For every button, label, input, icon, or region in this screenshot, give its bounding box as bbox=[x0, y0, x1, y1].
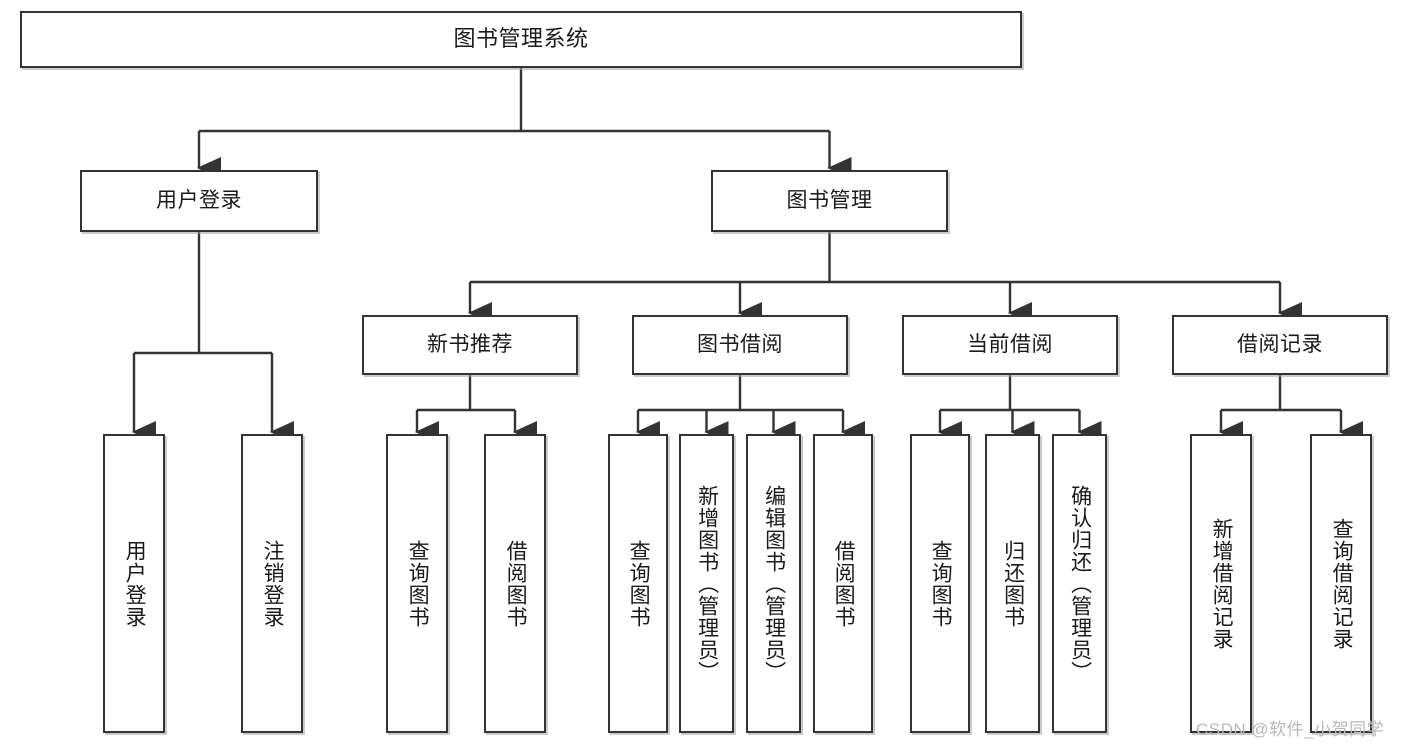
node-label: 查询图书 bbox=[627, 539, 651, 628]
node-label: 新增借阅记录 bbox=[1210, 517, 1234, 650]
node-l-editbook[interactable]: 编辑图书（管理员） bbox=[746, 434, 801, 733]
node-bookmgmt[interactable]: 图书管理 bbox=[711, 170, 948, 232]
node-label: 编辑图书（管理员） bbox=[762, 484, 786, 683]
node-l-querybook1[interactable]: 查询图书 bbox=[386, 434, 448, 733]
node-borrow[interactable]: 图书借阅 bbox=[632, 315, 848, 375]
node-l-querybook3[interactable]: 查询图书 bbox=[910, 434, 970, 733]
node-label: 新书推荐 bbox=[427, 333, 513, 357]
node-label: 归还图书 bbox=[1001, 539, 1025, 628]
node-label: 确认归还（管理员） bbox=[1068, 484, 1092, 683]
node-l-queryrec[interactable]: 查询借阅记录 bbox=[1310, 434, 1372, 733]
node-label: 借阅图书 bbox=[504, 539, 528, 628]
node-label: 新增图书（管理员） bbox=[695, 484, 719, 683]
node-label: 用户登录 bbox=[156, 189, 242, 213]
node-l-return[interactable]: 归还图书 bbox=[985, 434, 1040, 733]
node-label: 图书借阅 bbox=[697, 333, 783, 357]
node-l-confirm[interactable]: 确认归还（管理员） bbox=[1052, 434, 1107, 733]
node-label: 查询借阅记录 bbox=[1330, 517, 1354, 650]
csdn-watermark: CSDN @软件_小贺同学 bbox=[1196, 720, 1385, 739]
node-label: 用户登录 bbox=[123, 539, 147, 628]
node-label: 查询图书 bbox=[929, 539, 953, 628]
node-label: 借阅图书 bbox=[832, 539, 856, 628]
node-l-logout[interactable]: 注销登录 bbox=[241, 434, 303, 733]
node-label: 图书管理系统 bbox=[453, 26, 589, 52]
node-l-addrec[interactable]: 新增借阅记录 bbox=[1190, 434, 1252, 733]
node-l-addbook[interactable]: 新增图书（管理员） bbox=[679, 434, 734, 733]
node-root[interactable]: 图书管理系统 bbox=[20, 11, 1022, 68]
node-l-borrowbook1[interactable]: 借阅图书 bbox=[484, 434, 546, 733]
node-current[interactable]: 当前借阅 bbox=[902, 315, 1118, 375]
node-newbook[interactable]: 新书推荐 bbox=[362, 315, 578, 375]
node-login[interactable]: 用户登录 bbox=[80, 170, 318, 232]
node-l-userlogin[interactable]: 用户登录 bbox=[103, 434, 165, 733]
node-l-borrowbook2[interactable]: 借阅图书 bbox=[813, 434, 873, 733]
node-label: 注销登录 bbox=[261, 539, 285, 628]
node-records[interactable]: 借阅记录 bbox=[1172, 315, 1388, 375]
node-label: 当前借阅 bbox=[967, 333, 1053, 357]
node-label: 查询图书 bbox=[406, 539, 430, 628]
node-l-querybook2[interactable]: 查询图书 bbox=[608, 434, 668, 733]
node-label: 借阅记录 bbox=[1237, 333, 1323, 357]
node-label: 图书管理 bbox=[786, 189, 873, 213]
